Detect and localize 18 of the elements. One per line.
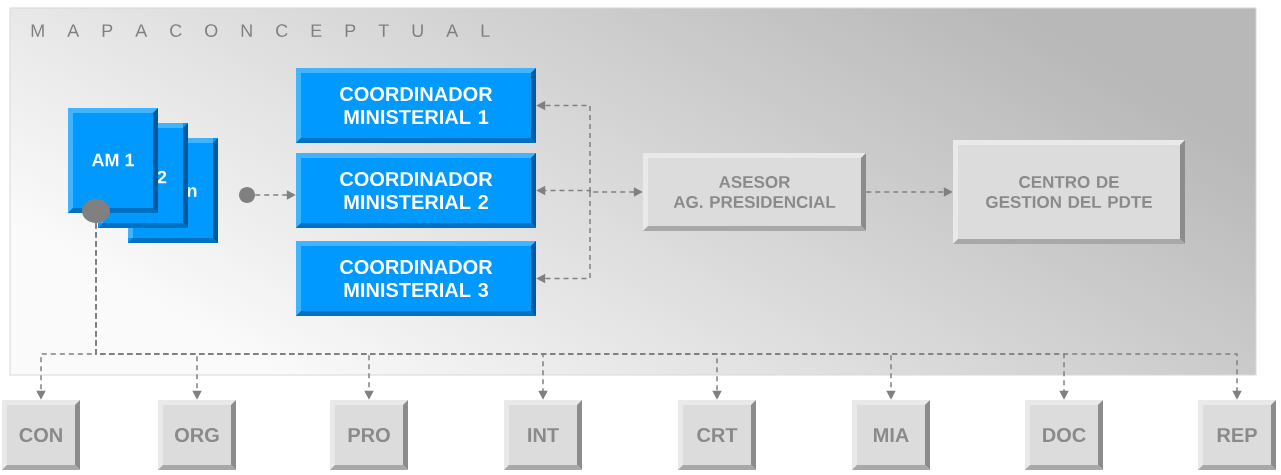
process-box: CENTRO DE GESTION DEL PDTE <box>953 140 1185 244</box>
process-box: COORDINADOR MINISTERIAL 3 <box>296 241 536 316</box>
module-box: REP <box>1198 400 1276 470</box>
connector-dot <box>239 187 255 203</box>
module-box: DOC <box>1025 400 1103 470</box>
node-label: 2 <box>157 170 167 184</box>
module-box: ORG <box>158 400 236 470</box>
process-box: COORDINADOR MINISTERIAL 1 <box>296 68 536 143</box>
module-box: CRT <box>678 400 756 470</box>
node-label: n <box>187 187 197 197</box>
connector-dot <box>82 199 110 223</box>
process-box: ASESOR AG. PRESIDENCIAL <box>643 153 866 231</box>
module-box: INT <box>504 400 582 470</box>
process-box: COORDINADOR MINISTERIAL 2 <box>296 153 536 228</box>
module-box: PRO <box>330 400 408 470</box>
module-box: CON <box>2 400 80 470</box>
module-box: MIA <box>852 400 930 470</box>
stacked-card: AM 1 <box>68 108 158 213</box>
